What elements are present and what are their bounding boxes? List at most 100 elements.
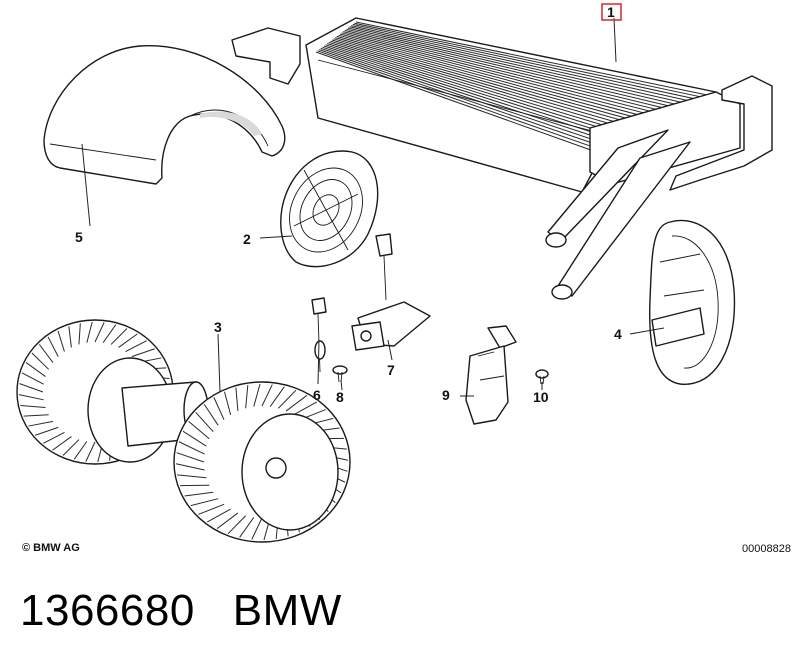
blower-motor-part-3[interactable]	[16, 319, 351, 543]
fin-line	[354, 22, 708, 99]
callout-10-label[interactable]: 10	[533, 389, 549, 405]
fin-line	[239, 517, 255, 538]
fin-line	[86, 321, 93, 343]
fin-line	[346, 28, 686, 111]
fin-line	[269, 386, 285, 407]
fin-line	[335, 37, 655, 127]
fin-line	[331, 39, 647, 132]
fin-line	[203, 403, 219, 426]
fin-line	[62, 439, 80, 456]
callout-6-label[interactable]: 6	[313, 387, 321, 403]
grille-cover-part-2[interactable]	[275, 150, 379, 268]
fin-line	[206, 508, 231, 523]
fin-line	[125, 340, 147, 352]
callout-9-label[interactable]: 9	[442, 387, 450, 403]
callout-1-label: 1	[607, 4, 615, 20]
caption: 1366680 BMW	[20, 586, 342, 636]
fin-line	[118, 333, 138, 348]
fin-line	[251, 517, 263, 540]
fin-line	[52, 436, 72, 451]
fin-line	[31, 352, 50, 370]
screw-part-10[interactable]	[535, 369, 549, 385]
screw-part-8[interactable]	[332, 365, 348, 383]
drawing-number: 00008828	[742, 543, 791, 555]
fin-line	[343, 31, 677, 116]
fin-line	[20, 405, 46, 408]
fin-line	[131, 348, 155, 358]
fin-line	[68, 326, 72, 348]
fin-line	[227, 515, 247, 535]
callout-1-highlight-box	[601, 3, 622, 21]
fin-line	[328, 41, 638, 136]
fin-line	[178, 441, 205, 455]
callout-4-label[interactable]: 4	[614, 326, 622, 342]
fin-line	[23, 414, 49, 417]
fin-line	[333, 38, 651, 129]
fin-line	[182, 430, 207, 447]
fin-line	[224, 391, 232, 416]
fin-line	[330, 40, 642, 134]
fin-line	[344, 29, 682, 113]
fin-line	[177, 474, 207, 479]
copyright-notice: © BMW AG	[22, 542, 80, 554]
fan-housing-part-5[interactable]	[43, 45, 286, 185]
fin-line	[355, 21, 713, 97]
fin-line	[293, 401, 318, 416]
fin-line	[21, 372, 44, 385]
fin-line	[277, 389, 297, 409]
fin-line	[245, 385, 249, 409]
fin-line	[175, 463, 205, 471]
fin-line	[85, 441, 96, 462]
fin-line	[188, 420, 210, 440]
fin-line	[110, 328, 128, 345]
fin-line	[315, 51, 603, 155]
fin-line	[352, 23, 704, 102]
fin-line	[73, 441, 88, 460]
fin-line	[349, 26, 695, 106]
leader-lines	[81, 17, 665, 397]
fin-line	[78, 323, 81, 345]
fin-line	[216, 512, 239, 529]
fin-line	[235, 387, 239, 412]
fin-line	[18, 394, 44, 401]
part-number: 1366680	[20, 586, 195, 635]
fin-line	[322, 46, 620, 146]
fin-line	[285, 395, 308, 412]
fin-line	[351, 25, 699, 104]
sensor-cable-part-6[interactable]	[311, 297, 327, 373]
fin-line	[176, 452, 205, 463]
fin-line	[327, 43, 633, 139]
actuator-part-9[interactable]	[465, 325, 517, 425]
fin-line	[28, 420, 54, 427]
fin-line	[43, 432, 65, 444]
fin-line	[102, 324, 117, 343]
fin-line	[38, 344, 54, 363]
fin-line	[195, 411, 214, 433]
callout-1[interactable]: 1	[601, 3, 622, 21]
fin-line	[213, 397, 225, 420]
fin-line	[325, 44, 629, 141]
fin-line	[94, 322, 105, 343]
fin-line	[253, 383, 261, 407]
fin-line	[25, 362, 46, 377]
fin-line	[35, 426, 59, 436]
brand-name: BMW	[232, 586, 342, 635]
fin-line	[338, 34, 664, 123]
fin-line	[57, 330, 65, 352]
callout-7-label[interactable]: 7	[387, 362, 395, 378]
fin-line	[336, 35, 660, 125]
fin-line	[47, 336, 59, 357]
trim-panel-part-4[interactable]	[649, 219, 736, 385]
heater-core-part-1[interactable]	[231, 17, 773, 300]
fin-line	[339, 33, 669, 120]
resistor-part-7[interactable]	[351, 233, 431, 351]
fin-line	[341, 32, 673, 118]
fin-line	[317, 50, 607, 153]
callout-2-label[interactable]: 2	[243, 231, 251, 247]
fin-line	[319, 49, 611, 150]
callout-8-label[interactable]: 8	[336, 389, 344, 405]
callout-5-label[interactable]: 5	[75, 229, 83, 245]
fin-line	[198, 503, 225, 515]
callout-3-label[interactable]: 3	[214, 319, 222, 335]
